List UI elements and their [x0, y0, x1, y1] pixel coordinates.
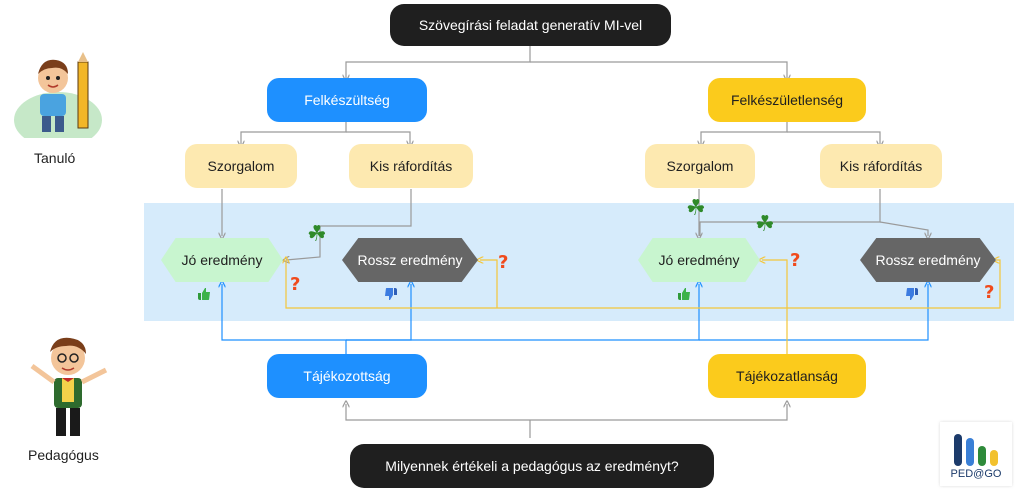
left-diligence-box: Szorgalom — [185, 144, 297, 188]
left-good-result-label: Jó eredmény — [181, 252, 263, 268]
thumbs-up-icon — [198, 288, 210, 300]
informedness-label: Tájékozottság — [303, 368, 391, 384]
teacher-label: Pedagógus — [28, 447, 99, 463]
right-diligence-label: Szorgalom — [666, 158, 734, 174]
informedness-box: Tájékozottság — [267, 354, 427, 398]
teacher-character — [30, 337, 108, 436]
left-bad-result-label: Rossz eredmény — [357, 252, 463, 268]
thumbs-down-icon — [385, 288, 397, 300]
left-low-effort-box: Kis ráfordítás — [349, 144, 473, 188]
clover-icon: ☘ — [686, 196, 706, 221]
question-box: Milyennek értékeli a pedagógus az eredmé… — [350, 444, 714, 488]
logo-mark — [954, 434, 998, 466]
question-icon: ? — [498, 252, 509, 273]
left-low-effort-label: Kis ráfordítás — [369, 158, 453, 174]
thumbs-up-icon — [678, 288, 690, 300]
title-box: Szövegírási feladat generatív MI-vel — [390, 4, 671, 46]
right-low-effort-label: Kis ráfordítás — [839, 158, 923, 174]
right-bad-result: Rossz eredmény — [860, 238, 996, 282]
preparedness-box: Felkészültség — [267, 78, 427, 122]
left-diligence-label: Szorgalom — [207, 158, 275, 174]
thumbs-down-icon — [906, 288, 918, 300]
pedago-logo: PED@GO — [940, 422, 1012, 486]
right-bad-result-label: Rossz eredmény — [875, 252, 981, 268]
preparedness-label: Felkészültség — [304, 92, 390, 108]
unpreparedness-label: Felkészületlenség — [730, 92, 844, 108]
question-text: Milyennek értékeli a pedagógus az eredmé… — [385, 458, 679, 474]
title-text: Szövegírási feladat generatív MI-vel — [418, 17, 643, 33]
clover-icon: ☘ — [307, 222, 327, 247]
right-diligence-box: Szorgalom — [645, 144, 755, 188]
right-good-result-label: Jó eredmény — [658, 252, 740, 268]
question-icon: ? — [790, 250, 801, 271]
logo-text: PED@GO — [950, 468, 1002, 480]
unpreparedness-box: Felkészületlenség — [708, 78, 866, 122]
uninformedness-box: Tájékozatlanság — [708, 354, 866, 398]
student-character — [14, 52, 102, 138]
student-label: Tanuló — [34, 150, 76, 166]
clover-icon: ☘ — [755, 212, 775, 237]
left-good-result: Jó eredmény — [161, 238, 283, 282]
right-low-effort-box: Kis ráfordítás — [820, 144, 942, 188]
uninformedness-label: Tájékozatlanság — [736, 368, 838, 384]
left-bad-result: Rossz eredmény — [342, 238, 478, 282]
question-icon: ? — [290, 274, 301, 295]
right-good-result: Jó eredmény — [638, 238, 760, 282]
question-icon: ? — [984, 282, 995, 303]
